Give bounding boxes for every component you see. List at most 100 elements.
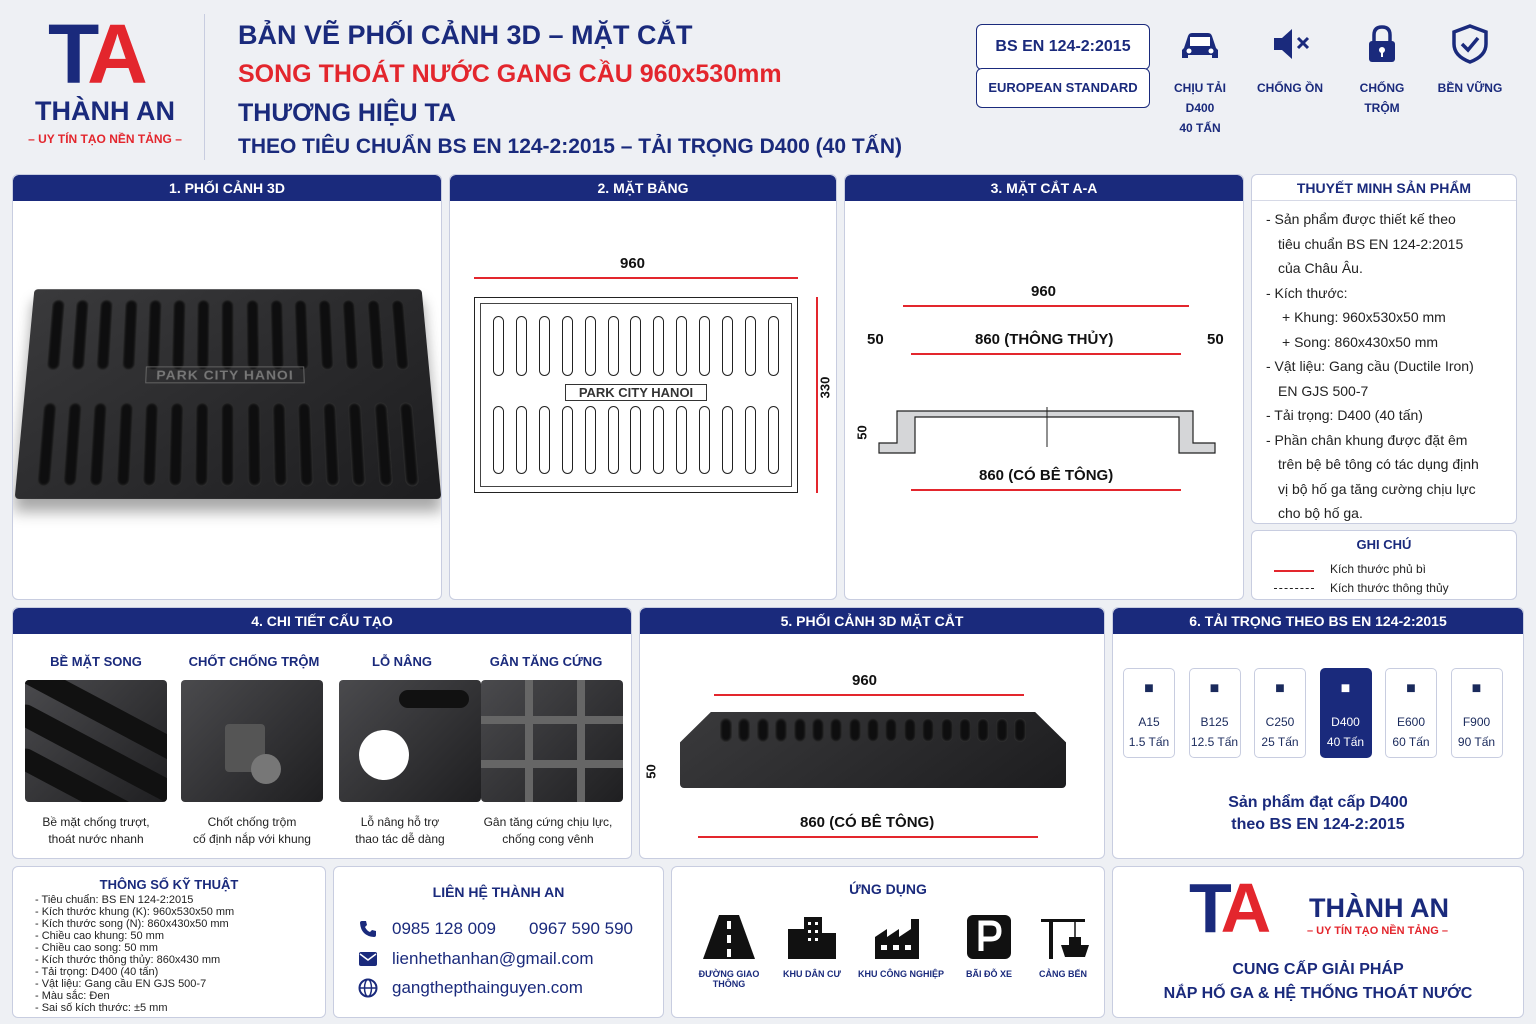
grate-slot <box>977 718 990 742</box>
feature-load-sub2: 40 TẤN <box>1179 121 1221 135</box>
brand-slogan: – UY TÍN TẠO NỀN TẢNG – <box>28 132 182 146</box>
section-bottom-label: 860 (CÓ BÊ TÔNG) <box>979 467 1114 484</box>
plan-width-label: 960 <box>620 255 646 272</box>
feature-noise-label: CHỐNG ỒN <box>1257 81 1323 95</box>
section3d-width-line <box>714 694 1024 696</box>
title-line-4: THEO TIÊU CHUẨN BS EN 124-2:2015 – TẢI T… <box>238 135 902 158</box>
section-bottom-line <box>911 489 1181 491</box>
panel-specs: THÔNG SỐ KỸ THUẬT - Tiêu chuẩn: BS EN 12… <box>12 866 326 1018</box>
detail-caption-ribs-2: chống cong vênh <box>502 832 594 846</box>
grate-slot <box>538 316 550 376</box>
load-class-code: C250 <box>1265 715 1295 729</box>
grate-slot <box>196 299 210 371</box>
grate-slot <box>775 718 788 742</box>
section-profile-drawing <box>878 407 1216 454</box>
spec-line: - Tiêu chuẩn: BS EN 124-2:2015 <box>35 894 194 906</box>
contact-email[interactable]: lienhethanhan@gmail.com <box>392 949 594 968</box>
description-line: vị bộ hố ga tăng cường chịu lực <box>1278 480 1476 497</box>
load-class-tons: 12.5 Tấn <box>1190 735 1239 749</box>
detail-caption-lock: Chốt chống trộm cố định nắp với khung <box>177 814 327 848</box>
section-height-label: 50 <box>854 425 870 440</box>
grate-slot <box>221 299 235 371</box>
detail-caption-lift: Lỗ nâng hỗ trợ thao tác dễ dàng <box>325 814 475 848</box>
spec-line: - Sai số kích thước: ±5 mm <box>35 1002 168 1014</box>
contact-website[interactable]: gangthepthainguyen.com <box>392 978 583 997</box>
plan-grate-text: PARK CITY HANOI <box>565 384 707 401</box>
load-class-code: E600 <box>1396 715 1426 729</box>
app-residential: KHU DÂN CƯ <box>767 913 857 979</box>
panel-3d-section-title: 5. PHỐI CẢNH 3D MẶT CẮT <box>640 608 1104 634</box>
phone-icon <box>360 921 376 937</box>
grate-slot <box>36 402 57 487</box>
standard-label: EUROPEAN STANDARD <box>988 80 1138 95</box>
feature-theft-label: CHỐNG TRỘM <box>1359 81 1405 115</box>
mute-icon <box>1274 29 1310 59</box>
grate-slot <box>940 718 953 742</box>
description-line: EN GJS 500-7 <box>1278 382 1369 399</box>
feature-noise: CHỐNG ỒN <box>1254 24 1326 98</box>
grate-slot <box>297 402 314 487</box>
contact-phone-1[interactable]: 0985 128 009 <box>392 919 496 938</box>
feature-load: CHỊU TẢI D400 40 TẤN <box>1164 24 1236 138</box>
spec-line: - Kích thước khung (K): 960x530x50 mm <box>35 906 235 918</box>
plan-height-line <box>816 297 818 493</box>
grate-slot <box>756 718 769 742</box>
legend-solid-line <box>1274 570 1314 572</box>
grate-slot <box>168 402 184 487</box>
detail-image-surface <box>25 680 167 802</box>
grate-slot <box>1014 718 1026 742</box>
panel-plan-view-title: 2. MẶT BẰNG <box>450 175 836 201</box>
grate-slot <box>653 316 665 376</box>
load-class-tons: 60 Tấn <box>1392 735 1430 749</box>
title-line-1: BẢN VẼ PHỐI CẢNH 3D – MẶT CẮT <box>238 20 693 50</box>
grate-slot <box>653 406 665 474</box>
grate-slot <box>903 718 916 742</box>
section3d-width-label: 960 <box>852 672 878 689</box>
logo-letters: TA <box>48 7 148 101</box>
grate-slot <box>46 299 66 371</box>
grate-slot <box>811 718 824 742</box>
pedestrian-icon: ■ <box>1144 680 1154 697</box>
spec-line: - Kích thước song (N): 860x430x50 mm <box>35 918 229 930</box>
app-parking-label: BÃI ĐỖ XE <box>965 969 1012 979</box>
truck-icon: ■ <box>1340 680 1351 697</box>
app-industrial-label: KHU CÔNG NGHIỆP <box>857 969 944 979</box>
load-class-tons: 40 Tấn <box>1326 735 1365 749</box>
section3d-bottom-label: 860 (CÓ BÊ TÔNG) <box>800 814 935 831</box>
load-class-tons: 25 Tấn <box>1261 735 1299 749</box>
car-icon <box>1182 33 1218 58</box>
load-note-line-2: theo BS EN 124-2:2015 <box>1231 816 1405 833</box>
grate-slot <box>607 316 619 376</box>
grate-slot <box>398 402 420 487</box>
panel-plan-view: 2. MẶT BẰNG 960 PARK CITY HANOI 330 <box>449 174 837 600</box>
spec-line: - Tải trọng: D400 (40 tấn) <box>35 966 159 978</box>
grate-slot <box>676 316 688 376</box>
grate-slot <box>676 406 688 474</box>
panel-description: THUYẾT MINH SẢN PHẨM - Sản phẩm được thi… <box>1251 174 1517 524</box>
load-class-code: B125 <box>1200 715 1229 729</box>
grate-slot <box>221 402 235 487</box>
grate-slot <box>342 299 360 371</box>
spec-line: - Màu sắc: Đen <box>35 990 110 1002</box>
description-line: - Kích thước: <box>1266 284 1348 301</box>
feature-load-label: CHỊU TẢI <box>1174 81 1226 95</box>
grate-slot <box>493 406 504 474</box>
contact-phone-2[interactable]: 0967 590 590 <box>529 919 633 938</box>
footer-tagline-2: NẮP HỐ GA & HỆ THỐNG THOÁT NƯỚC <box>1163 985 1473 1002</box>
grate-slot <box>630 406 642 474</box>
spec-line: - Chiều cao khung: 50 mm <box>35 930 165 942</box>
detail-image-ribs <box>481 680 623 802</box>
grate-slot <box>584 406 596 474</box>
footer-logo-letters: TA <box>1189 869 1271 947</box>
grate-slot <box>245 299 260 371</box>
grate-slot <box>722 316 734 376</box>
grate-slot <box>867 718 879 742</box>
grate-slot <box>294 299 310 371</box>
spec-line: - Chiều cao song: 50 mm <box>35 942 158 954</box>
footer-brand-name: THÀNH AN <box>1309 893 1449 923</box>
detail-caption-lift-2: thao tác dễ dàng <box>355 832 445 846</box>
lock-icon <box>1369 25 1395 62</box>
panel-loads-title: 6. TẢI TRỌNG THEO BS EN 124-2:2015 <box>1113 608 1523 634</box>
